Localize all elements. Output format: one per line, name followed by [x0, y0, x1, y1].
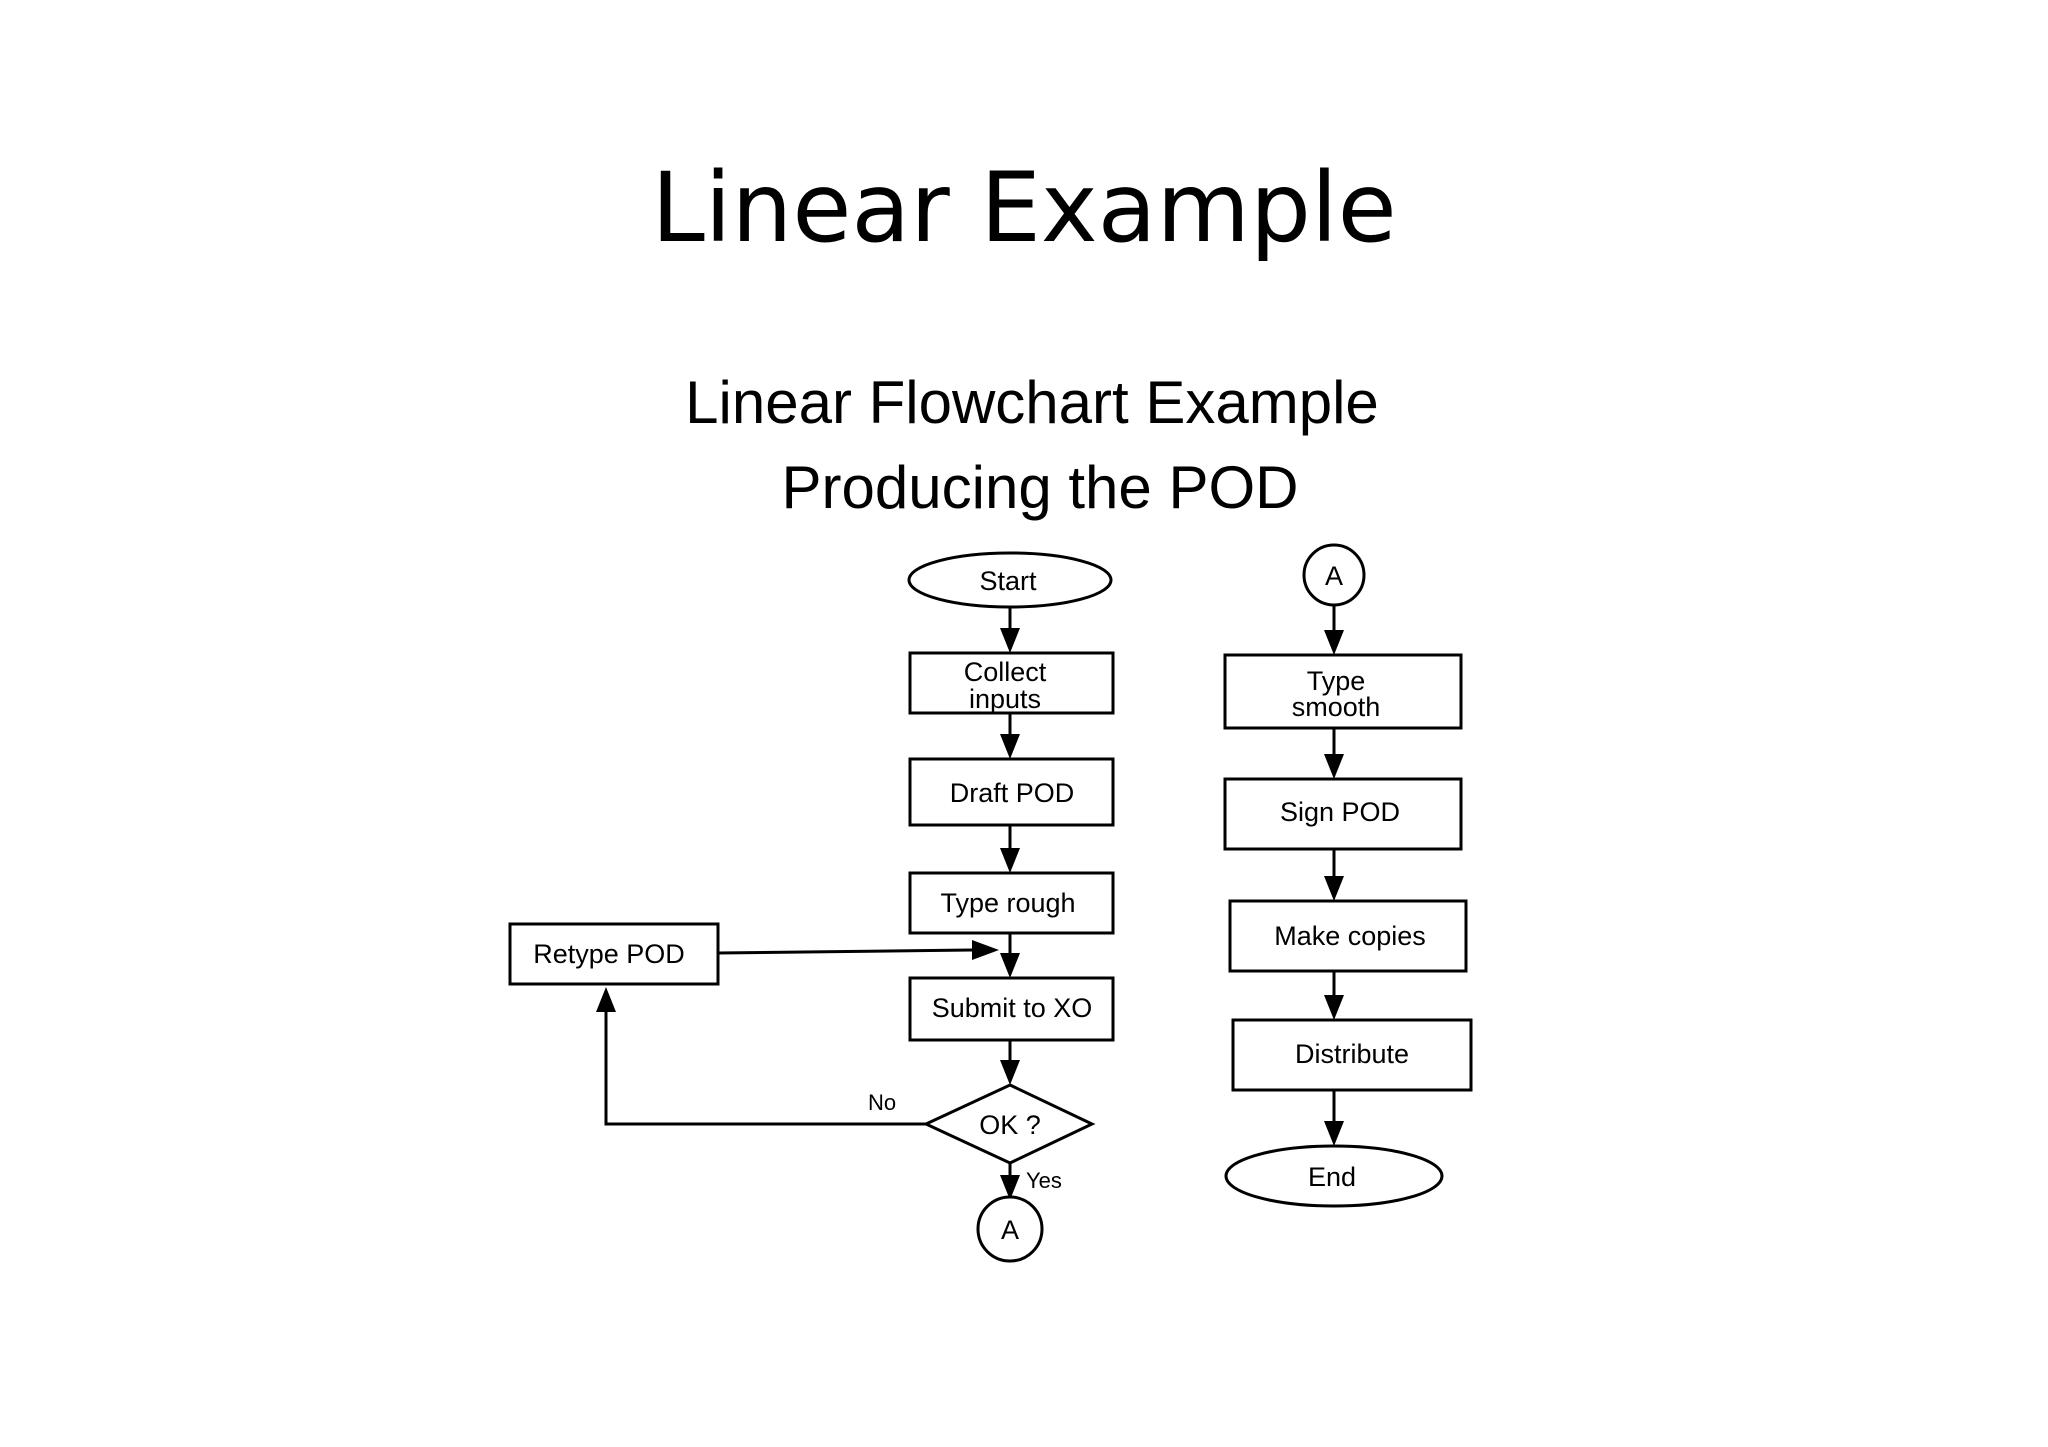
make-copies-node	[1228, 899, 1468, 973]
make-copies-label: Make copies	[1274, 921, 1426, 951]
no-edge-label: No	[868, 1090, 896, 1115]
arrowhead-distribute-end	[1324, 1121, 1344, 1146]
type-smooth-label-2: smooth	[1292, 692, 1381, 722]
collect-inputs-label-2: inputs	[969, 684, 1041, 714]
arrowhead-a-typesmooth	[1324, 630, 1344, 655]
distribute-label: Distribute	[1295, 1039, 1409, 1069]
sign-pod-node	[1223, 777, 1463, 851]
retype-pod-label: Retype POD	[533, 939, 685, 969]
figure-title-line1: Linear Flowchart Example	[685, 369, 1379, 436]
type-smooth-label-1: Type	[1307, 666, 1366, 696]
start-label: Start	[979, 566, 1037, 596]
arrowhead-submit-ok	[1000, 1060, 1020, 1085]
sign-pod-label: Sign POD	[1280, 797, 1400, 827]
arrowhead-retype-mainline	[972, 940, 999, 960]
type-smooth-node	[1223, 653, 1463, 730]
connector-a-top-label: A	[1325, 561, 1343, 591]
submit-to-xo-label: Submit to XO	[932, 993, 1093, 1023]
slide-title: Linear Example	[651, 152, 1397, 264]
arrowhead-start-collect	[1000, 628, 1020, 653]
ok-decision-label: OK ?	[979, 1110, 1041, 1140]
retype-pod-node	[508, 922, 720, 986]
connector-a-bottom	[976, 1195, 1044, 1263]
end-label: End	[1308, 1162, 1356, 1192]
arrowhead-sign-copies	[1324, 876, 1344, 901]
arrowhead-draft-typerough	[1000, 848, 1020, 873]
arrowhead-collect-draft	[1000, 734, 1020, 759]
arrowhead-copies-distribute	[1324, 995, 1344, 1020]
arrowhead-ok-retype	[596, 987, 616, 1012]
end-node	[1224, 1144, 1444, 1208]
collect-inputs-label-1: Collect	[964, 657, 1047, 687]
draft-pod-label: Draft POD	[950, 778, 1075, 808]
arrowhead-typerough-submit	[1000, 953, 1020, 978]
distribute-node	[1231, 1018, 1473, 1092]
type-rough-label: Type rough	[940, 888, 1075, 918]
edge-ok-retype	[604, 1012, 926, 1126]
submit-to-xo-node	[908, 976, 1115, 1042]
arrowhead-typesmooth-sign	[1324, 754, 1344, 779]
edge-retype-mainline	[717, 948, 973, 955]
yes-edge-label: Yes	[1026, 1168, 1062, 1193]
arrowhead-ok-connector	[1000, 1175, 1020, 1200]
figure-title-line2: Producing the POD	[782, 454, 1299, 521]
connector-a-bottom-label: A	[1001, 1215, 1019, 1245]
